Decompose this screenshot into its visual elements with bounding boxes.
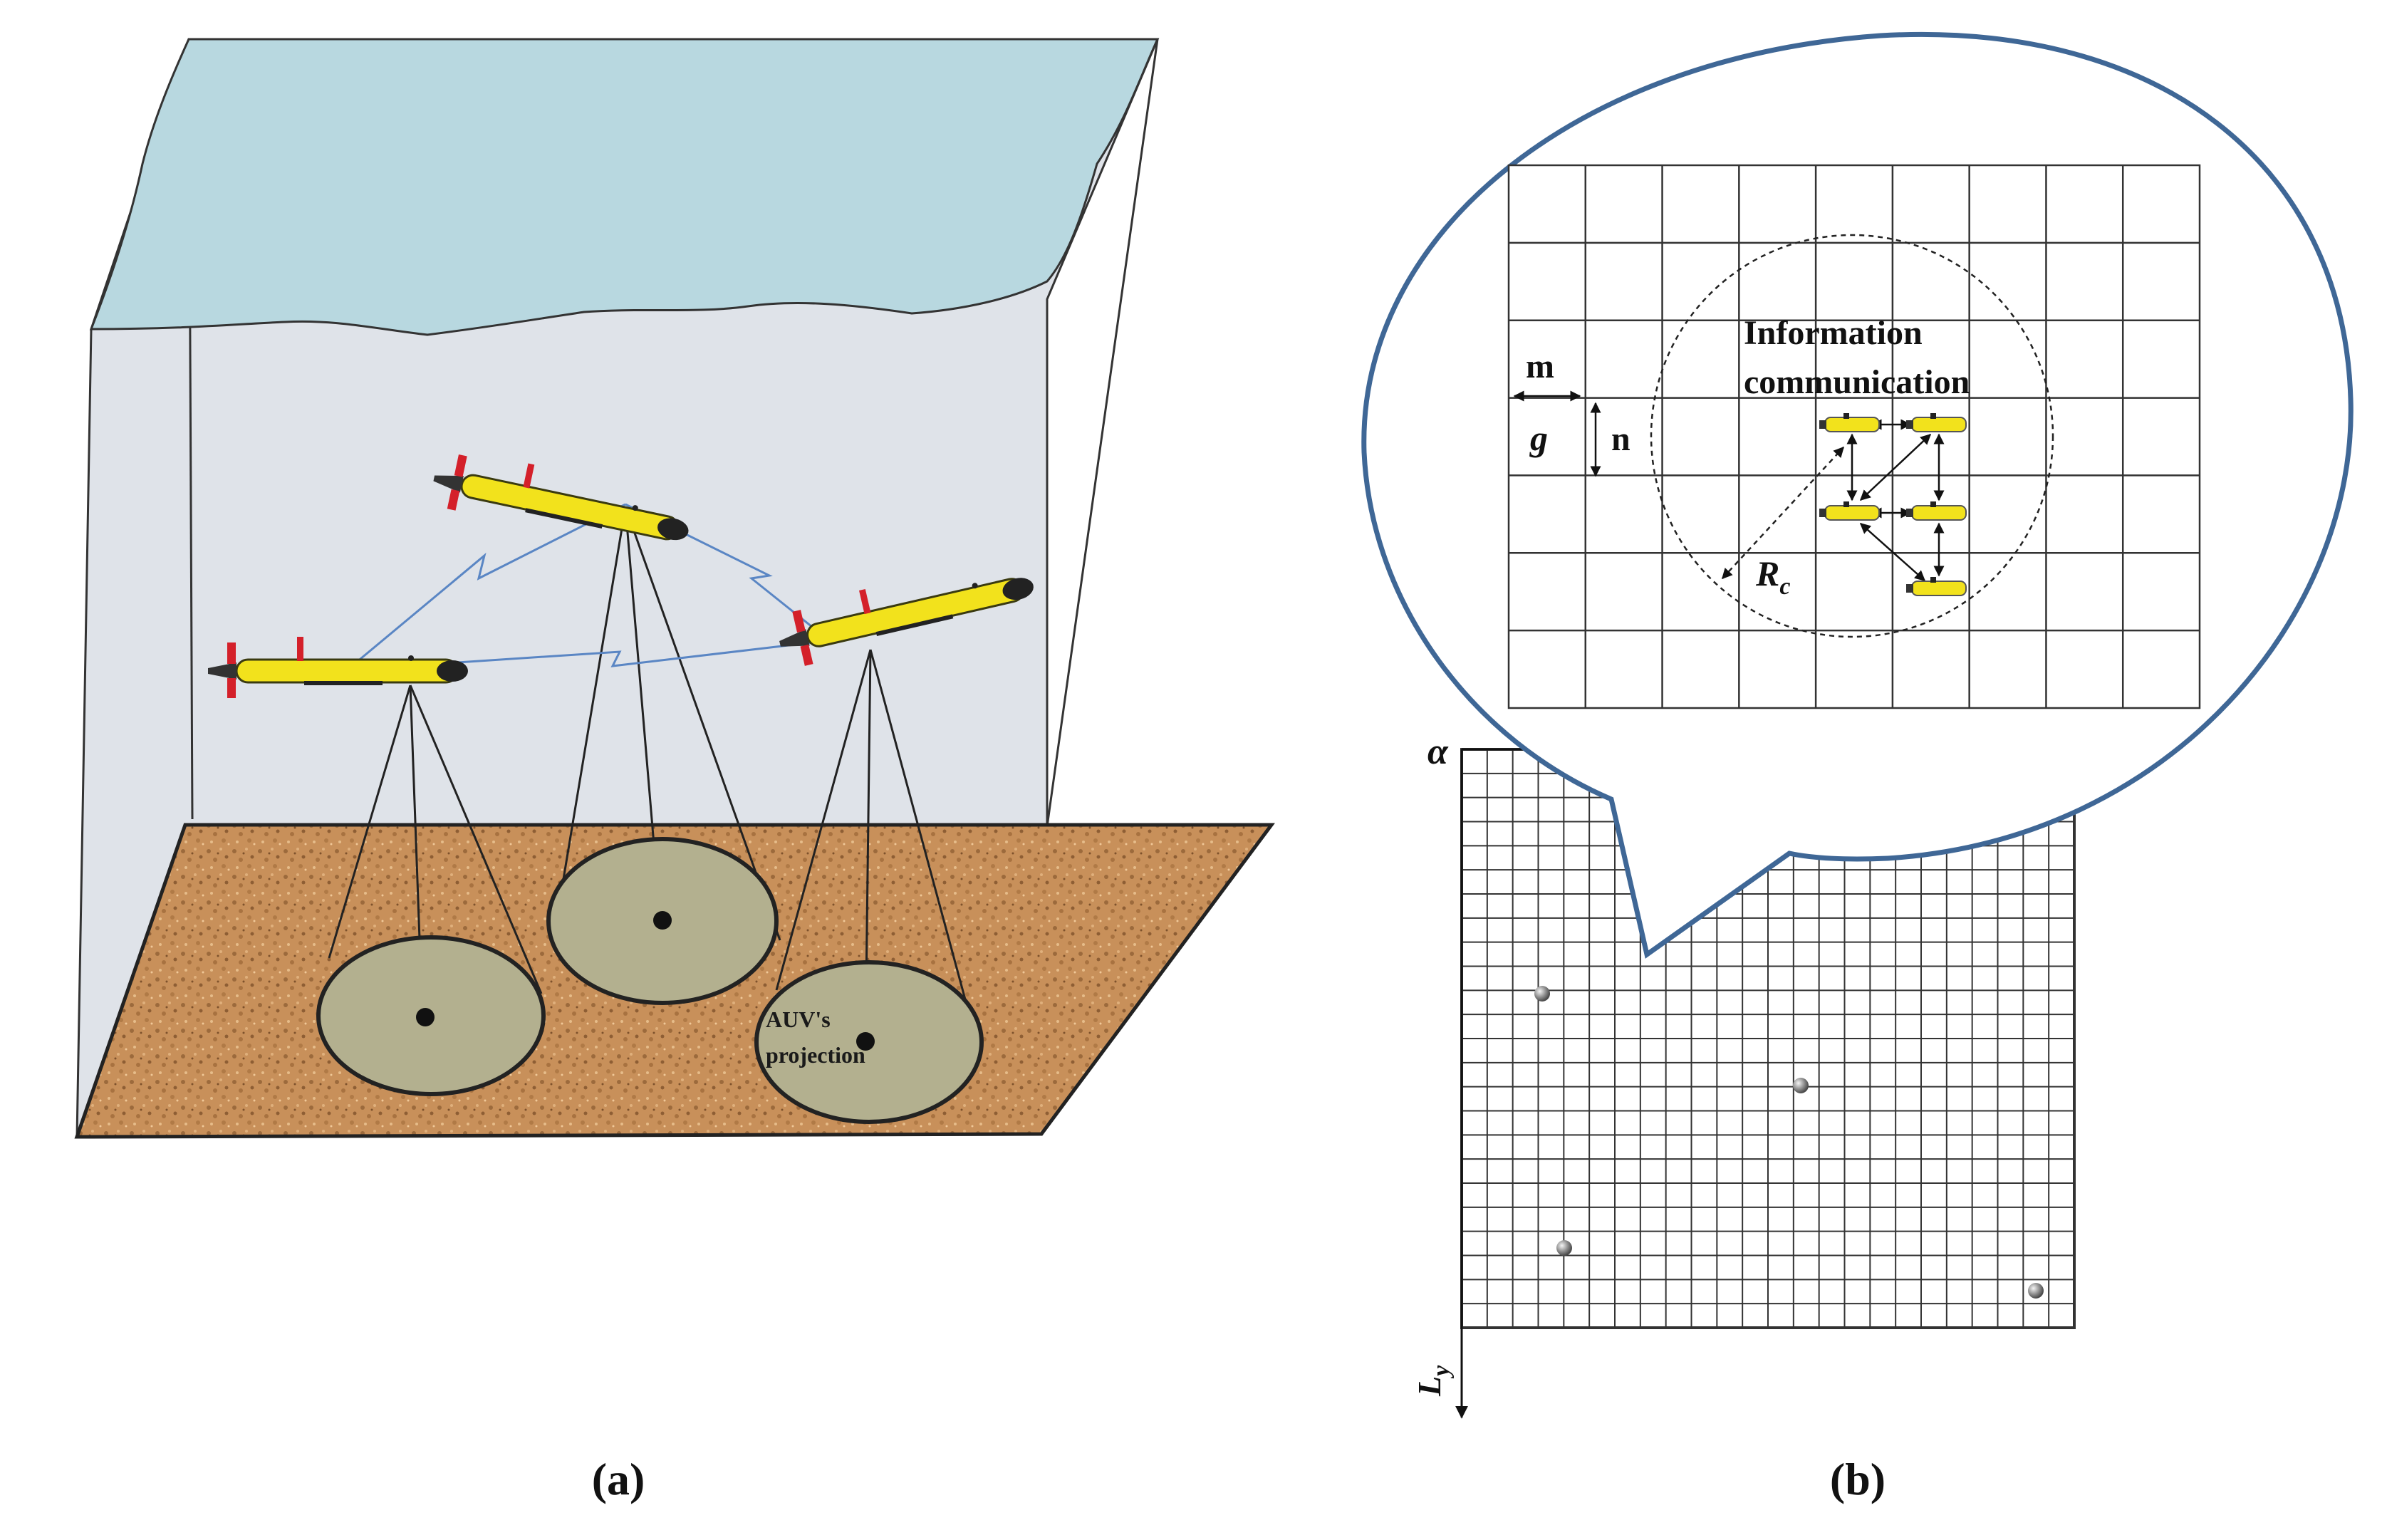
communication-links <box>355 503 826 667</box>
g-label: g <box>1529 418 1548 458</box>
information-communication-label: Information communication <box>1744 314 1970 401</box>
m-label: m <box>1526 348 1554 385</box>
sensor-footprints <box>316 837 984 1124</box>
communication-range-circle <box>1650 234 2054 638</box>
water-surface <box>89 38 1160 336</box>
projection-point-1 <box>416 1008 435 1026</box>
target-3 <box>1556 1240 1572 1256</box>
alpha-label: α <box>1427 732 1449 772</box>
rc-radius-line <box>1721 446 1845 580</box>
ly-label: Ly <box>1411 1365 1455 1397</box>
back-edge-right <box>1046 38 1159 827</box>
projection-point-2 <box>653 911 672 930</box>
projection-point-3 <box>856 1032 875 1051</box>
cell-dimensions: m g n <box>1513 348 1631 477</box>
rc-label: Rc <box>1755 553 1790 600</box>
targets <box>1534 986 2044 1299</box>
target-4 <box>2028 1283 2044 1299</box>
target-1 <box>1534 986 1550 1001</box>
auv-projection-label: AUV's projection <box>766 1006 865 1068</box>
caption-a: (a) <box>592 1454 645 1504</box>
target-2 <box>1793 1078 1809 1093</box>
n-label: n <box>1611 420 1631 458</box>
caption-b: (b) <box>1830 1454 1886 1504</box>
